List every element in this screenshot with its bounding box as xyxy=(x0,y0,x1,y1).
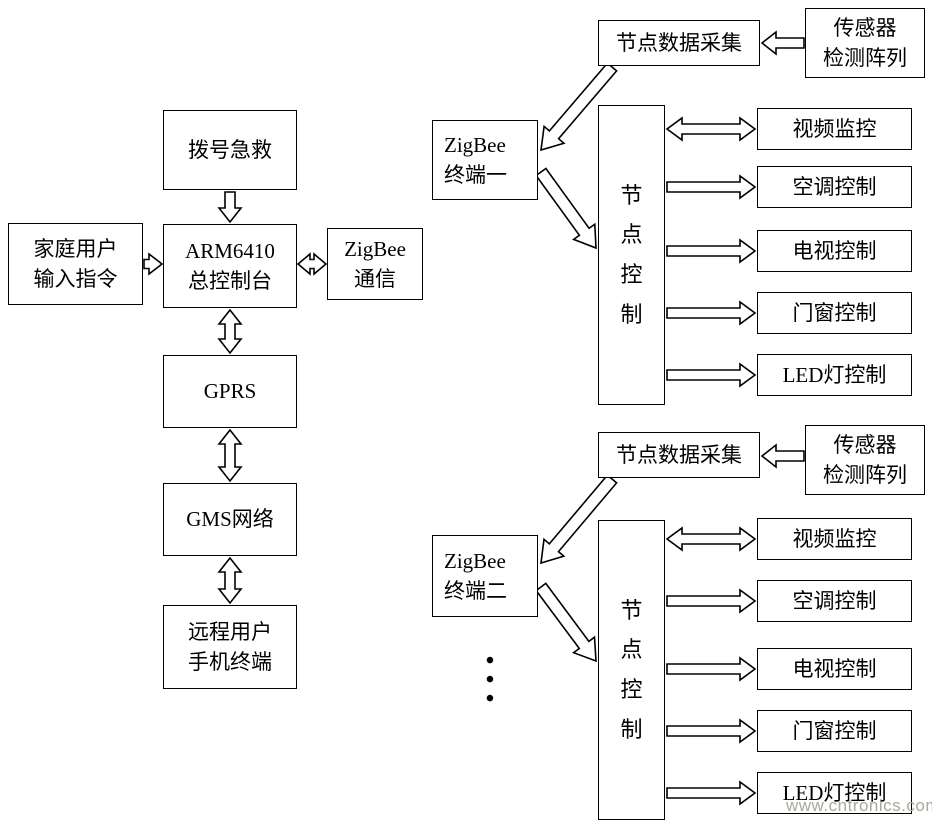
arrow-node1-tv1 xyxy=(666,238,757,264)
box-zigbee-terminal-1: ZigBee 终端一 xyxy=(432,120,538,200)
arrow-arm-zigbee xyxy=(296,252,328,276)
box-led-light-control-1: LED灯控制 xyxy=(757,354,912,396)
box-dial-emergency: 拨号急救 xyxy=(163,110,297,190)
arrow-node2-ac2 xyxy=(666,588,757,614)
box-video-monitor-2: 视频监控 xyxy=(757,518,912,560)
box-sensor-array-2: 传感器 检测阵列 xyxy=(805,425,925,495)
box-remote-user-phone: 远程用户 手机终端 xyxy=(163,605,297,689)
watermark-text: www.cntronics.com xyxy=(786,796,932,815)
arrow-node2-video2 xyxy=(665,526,757,552)
arrow-terminal2-to-node2 xyxy=(535,582,597,663)
box-node-data-collect-1: 节点数据采集 xyxy=(598,20,760,66)
more-terminals-ellipsis: • • • xyxy=(485,648,495,713)
arrow-node2-led2 xyxy=(666,780,757,806)
box-gms-network: GMS网络 xyxy=(163,483,297,556)
box-ac-control-1: 空调控制 xyxy=(757,166,912,208)
arrow-node2-door2 xyxy=(666,718,757,744)
arrow-node1-led1 xyxy=(666,362,757,388)
box-zigbee-communication: ZigBee 通信 xyxy=(327,228,423,300)
arrow-collect1-to-terminal1 xyxy=(540,61,618,152)
box-arm6410-console: ARM6410 总控制台 xyxy=(163,224,297,308)
arrow-node1-video1 xyxy=(665,116,757,142)
box-tv-control-1: 电视控制 xyxy=(757,230,912,272)
arrow-node1-ac1 xyxy=(666,174,757,200)
box-node-data-collect-2: 节点数据采集 xyxy=(598,432,760,478)
arrow-sensor1-to-collect1 xyxy=(760,30,805,56)
arrow-home-to-arm xyxy=(143,252,164,276)
box-home-user-input: 家庭用户 输入指令 xyxy=(8,223,143,305)
box-door-window-control-2: 门窗控制 xyxy=(757,710,912,752)
arrow-gprs-gms xyxy=(217,428,243,483)
arrow-node2-tv2 xyxy=(666,656,757,682)
box-ac-control-2: 空调控制 xyxy=(757,580,912,622)
arrow-arm-gprs xyxy=(217,308,243,355)
box-tv-control-2: 电视控制 xyxy=(757,648,912,690)
box-sensor-array-1: 传感器 检测阵列 xyxy=(805,8,925,78)
box-node-control-2: 节 点 控 制 xyxy=(598,520,665,820)
box-door-window-control-1: 门窗控制 xyxy=(757,292,912,334)
arrow-dial-to-arm xyxy=(217,191,243,224)
arrow-sensor2-to-collect2 xyxy=(760,443,805,469)
arrow-collect2-to-terminal2 xyxy=(540,473,618,565)
box-node-control-1: 节 点 控 制 xyxy=(598,105,665,405)
box-zigbee-terminal-2: ZigBee 终端二 xyxy=(432,535,538,617)
box-gprs: GPRS xyxy=(163,355,297,428)
box-video-monitor-1: 视频监控 xyxy=(757,108,912,150)
arrow-gms-remote xyxy=(217,556,243,605)
arrow-node1-door1 xyxy=(666,300,757,326)
box-led-light-control-2: LED灯控制 xyxy=(757,772,912,814)
arrow-terminal1-to-node1 xyxy=(534,167,597,250)
